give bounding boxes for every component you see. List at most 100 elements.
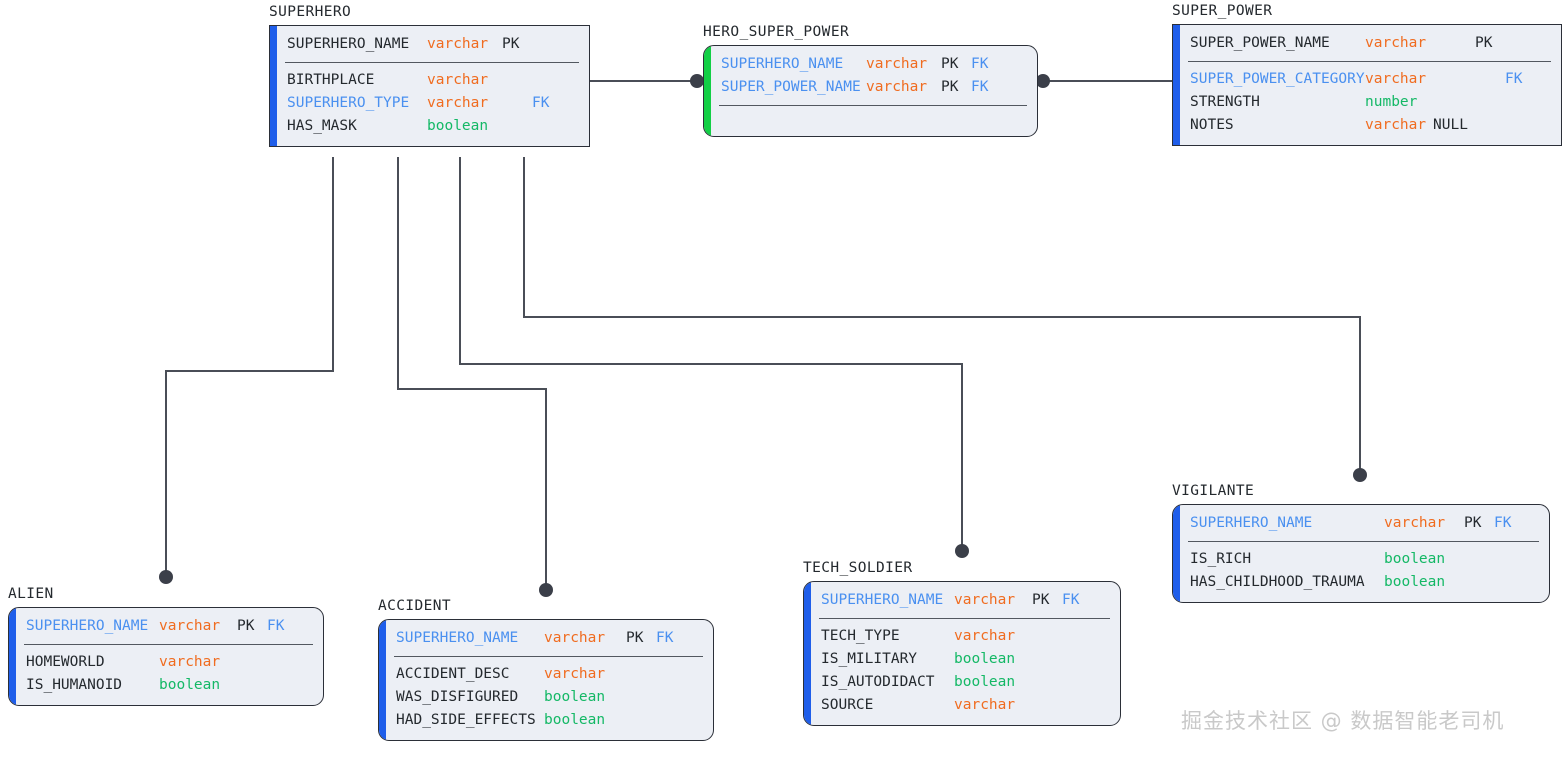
table-row[interactable]: SUPERHERO_NAME varchar PK — [277, 33, 589, 56]
table-row[interactable]: SUPER_POWER_CATEGORY varchar FK — [1180, 68, 1561, 91]
column-fk-flag: FK — [1494, 515, 1512, 532]
entity-attribute-section: TECH_TYPE varchar IS_MILITARY boolean IS… — [811, 619, 1120, 725]
table-row[interactable]: IS_HUMANOID boolean — [16, 674, 323, 697]
column-type: varchar — [544, 666, 606, 683]
entity-divider — [285, 62, 579, 64]
entity-key-section: SUPERHERO_NAME varchar PK — [277, 26, 589, 62]
column-name: IS_HUMANOID — [26, 677, 123, 694]
entity-key-section: SUPER_POWER_NAME varchar PK — [1180, 25, 1561, 61]
entity-accent-bar — [704, 46, 711, 137]
entity-alien[interactable]: ALIEN SUPERHERO_NAME varchar PK FK HOMEW… — [8, 586, 324, 707]
table-row[interactable]: SUPER_POWER_NAME varchar PK — [1180, 32, 1561, 55]
entity-box[interactable]: SUPERHERO_NAME varchar PK BIRTHPLACE var… — [269, 25, 590, 148]
column-name: IS_MILITARY — [821, 651, 918, 668]
entity-box[interactable]: SUPERHERO_NAME varchar PK FK HOMEWORLD v… — [8, 607, 324, 707]
column-fk-flag: FK — [1505, 71, 1523, 88]
entity-box[interactable]: SUPER_POWER_NAME varchar PK SUPER_POWER_… — [1172, 24, 1562, 147]
table-row[interactable]: SUPERHERO_TYPE varchar FK — [277, 92, 589, 115]
column-name: SUPERHERO_NAME — [396, 630, 519, 647]
column-type: number — [1365, 94, 1418, 111]
table-row[interactable]: IS_MILITARY boolean — [811, 648, 1120, 671]
entity-accent-bar — [379, 620, 386, 741]
entity-super-power[interactable]: SUPER_POWER SUPER_POWER_NAME varchar PK … — [1172, 3, 1562, 147]
edge-endpoint-dot — [690, 74, 704, 88]
table-row[interactable]: SUPERHERO_NAME varchar PK FK — [811, 589, 1120, 612]
table-row[interactable]: SUPERHERO_NAME varchar PK FK — [16, 615, 323, 638]
column-name: SUPERHERO_NAME — [287, 36, 410, 53]
table-row[interactable]: TECH_TYPE varchar — [811, 625, 1120, 648]
column-type: varchar — [866, 56, 928, 73]
column-name: SUPERHERO_NAME — [1190, 515, 1313, 532]
entity-box[interactable]: SUPERHERO_NAME varchar PK FK IS_RICH boo… — [1172, 504, 1550, 604]
column-name: HAD_SIDE_EFFECTS — [396, 712, 536, 729]
edge-superhero-alien — [165, 157, 334, 575]
column-name: ACCIDENT_DESC — [396, 666, 510, 683]
edge-superhero-vigilante — [523, 157, 1361, 473]
table-row[interactable]: BIRTHPLACE varchar — [277, 69, 589, 92]
column-name: SUPERHERO_NAME — [721, 56, 844, 73]
column-name: SOURCE — [821, 697, 874, 714]
column-type: boolean — [427, 118, 489, 135]
column-name: HAS_MASK — [287, 118, 357, 135]
table-row[interactable]: SUPER_POWER_NAME varchar PK FK — [711, 76, 1037, 99]
table-row[interactable]: IS_RICH boolean — [1180, 548, 1549, 571]
entity-divider — [394, 656, 703, 658]
column-fk-flag: FK — [656, 630, 674, 647]
column-type: varchar — [159, 618, 221, 635]
entity-attribute-section — [711, 106, 1037, 136]
column-pk-flag: PK — [1032, 592, 1050, 609]
table-row[interactable]: SUPERHERO_NAME varchar PK FK — [711, 53, 1037, 76]
column-type: varchar — [866, 79, 928, 96]
entity-title: ACCIDENT — [378, 598, 452, 614]
column-type: varchar — [159, 654, 221, 671]
edge-endpoint-dot — [1353, 468, 1367, 482]
table-row[interactable]: SUPERHERO_NAME varchar PK FK — [1180, 512, 1549, 535]
column-name: SUPER_POWER_NAME — [1190, 35, 1330, 52]
entity-accent-bar — [9, 608, 16, 706]
edge-endpoint-dot — [539, 583, 553, 597]
column-name: HOMEWORLD — [26, 654, 105, 671]
entity-box[interactable]: SUPERHERO_NAME varchar PK FK ACCIDENT_DE… — [378, 619, 714, 742]
column-type: boolean — [954, 651, 1016, 668]
column-name: NOTES — [1190, 117, 1234, 134]
column-fk-flag: FK — [971, 79, 989, 96]
column-null-flag: NULL — [1433, 117, 1468, 134]
entity-box[interactable]: SUPERHERO_NAME varchar PK FK TECH_TYPE v… — [803, 581, 1121, 727]
entity-vigilante[interactable]: VIGILANTE SUPERHERO_NAME varchar PK FK I… — [1172, 483, 1550, 604]
column-fk-flag: FK — [971, 56, 989, 73]
table-row[interactable]: HAD_SIDE_EFFECTS boolean — [386, 709, 713, 732]
column-pk-flag: PK — [626, 630, 644, 647]
column-type: boolean — [544, 689, 606, 706]
entity-title: SUPER_POWER — [1172, 3, 1273, 19]
table-row[interactable]: HAS_CHILDHOOD_TRAUMA boolean — [1180, 571, 1549, 594]
entity-title: HERO_SUPER_POWER — [703, 24, 850, 40]
entity-superhero[interactable]: SUPERHERO SUPERHERO_NAME varchar PK BIRT… — [269, 4, 590, 148]
column-name: STRENGTH — [1190, 94, 1260, 111]
edge-superhero-accident — [397, 157, 547, 588]
column-type: varchar — [427, 36, 489, 53]
entity-accident[interactable]: ACCIDENT SUPERHERO_NAME varchar PK FK AC… — [378, 598, 714, 742]
column-name: SUPERHERO_TYPE — [287, 95, 410, 112]
table-row[interactable]: ACCIDENT_DESC varchar — [386, 663, 713, 686]
table-row[interactable]: STRENGTH number — [1180, 91, 1561, 114]
entity-tech-soldier[interactable]: TECH_SOLDIER SUPERHERO_NAME varchar PK F… — [803, 560, 1121, 727]
column-pk-flag: PK — [941, 56, 959, 73]
table-row[interactable]: IS_AUTODIDACT boolean — [811, 671, 1120, 694]
entity-key-section: SUPERHERO_NAME varchar PK FK — [1180, 505, 1549, 541]
edge-endpoint-dot — [159, 570, 173, 584]
entity-title: SUPERHERO — [269, 4, 352, 20]
table-row[interactable]: SOURCE varchar — [811, 694, 1120, 717]
table-row[interactable]: NOTES varchar NULL — [1180, 114, 1561, 137]
column-name: SUPERHERO_NAME — [26, 618, 149, 635]
edge-superhero-tech-soldier — [459, 157, 963, 549]
entity-hero-super-power[interactable]: HERO_SUPER_POWER SUPERHERO_NAME varchar … — [703, 24, 1038, 138]
column-name: BIRTHPLACE — [287, 72, 375, 89]
table-row[interactable]: HOMEWORLD varchar — [16, 651, 323, 674]
entity-attribute-section: BIRTHPLACE varchar SUPERHERO_TYPE varcha… — [277, 63, 589, 146]
column-type: boolean — [159, 677, 221, 694]
table-row[interactable]: WAS_DISFIGURED boolean — [386, 686, 713, 709]
table-row[interactable]: SUPERHERO_NAME varchar PK FK — [386, 627, 713, 650]
table-row[interactable]: HAS_MASK boolean — [277, 115, 589, 138]
entity-box[interactable]: SUPERHERO_NAME varchar PK FK SUPER_POWER… — [703, 45, 1038, 138]
